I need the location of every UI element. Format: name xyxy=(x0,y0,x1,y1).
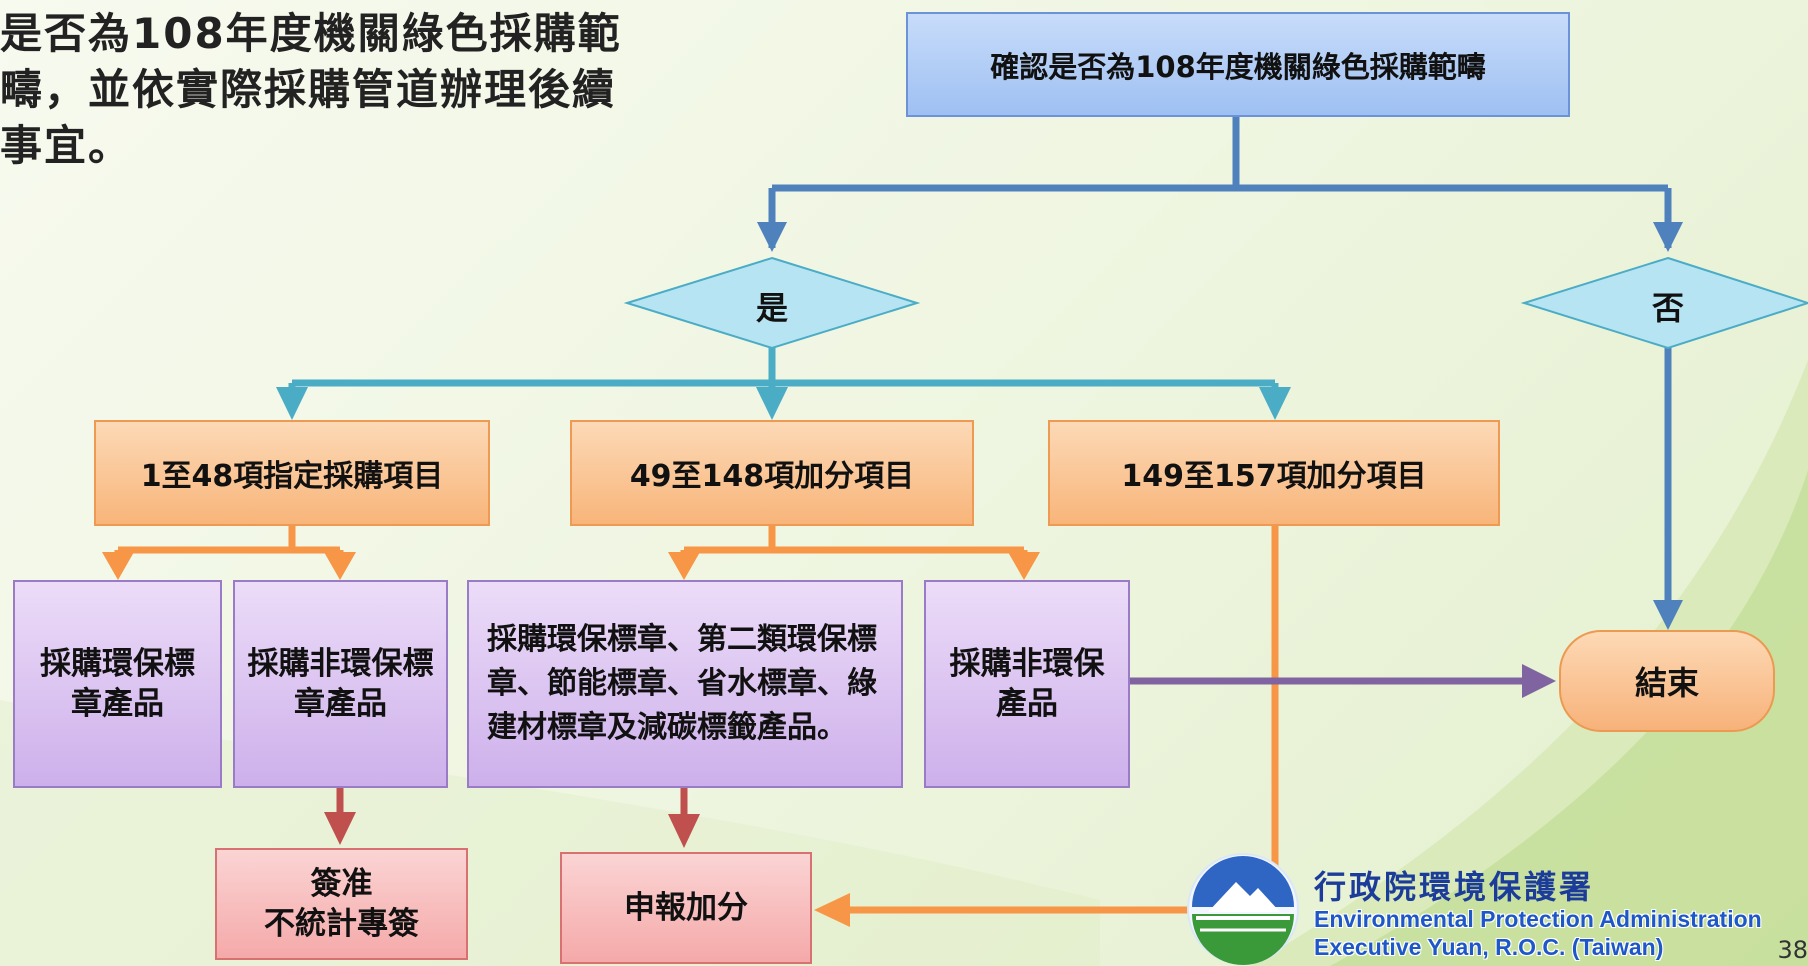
end-terminator: 結束 xyxy=(1559,630,1775,732)
slide-heading: 是否為108年度機關綠色採購範 疇，並依實際採購管道辦理後續 事宜。 xyxy=(0,6,760,174)
category-bonus-49-148-box: 49至148項加分項目 xyxy=(570,420,974,526)
eco-label-product-box: 採購環保標章產品 xyxy=(13,580,222,788)
category-bonus-149-157-box: 149至157項加分項目 xyxy=(1048,420,1500,526)
non-eco-label-product-box: 採購非環保標章產品 xyxy=(233,580,448,788)
report-bonus-box: 申報加分 xyxy=(560,852,812,964)
agency-name-english-1: Environmental Protection Administration xyxy=(1314,906,1762,932)
no-label: 否 xyxy=(1651,289,1684,327)
agency-name-chinese: 行政院環境保護署 xyxy=(1314,868,1595,906)
agency-name-english-2: Executive Yuan, R.O.C. (Taiwan) xyxy=(1314,934,1664,960)
eco-labels-and-carbon-label-box: 採購環保標章、第二類環保標章、節能標章、省水標章、綠建材標章及減碳標籤產品。 xyxy=(467,580,903,788)
heading-line-1: 是否為108年度機關綠色採購範 xyxy=(0,9,622,58)
approval-line-2: 不統計專簽 xyxy=(264,906,419,942)
check-scope-box: 確認是否為108年度機關綠色採購範疇 xyxy=(906,12,1570,117)
non-green-product-box: 採購非環保產品 xyxy=(924,580,1130,788)
heading-line-3: 事宜。 xyxy=(0,121,133,170)
page-number: 38 xyxy=(1777,936,1808,964)
yes-diamond xyxy=(623,256,921,350)
approval-line-1: 簽准 xyxy=(310,866,373,902)
approval-box: 簽准 不統計專簽 xyxy=(215,848,468,960)
heading-line-2: 疇，並依實際採購管道辦理後續 xyxy=(0,65,617,114)
epa-logo-block: 行政院環境保護署 Environmental Protection Admini… xyxy=(1186,852,1808,966)
no-diamond xyxy=(1520,256,1808,350)
epa-emblem-icon xyxy=(1187,853,1299,965)
yes-label: 是 xyxy=(755,289,788,327)
category-designated-box: 1至48項指定採購項目 xyxy=(94,420,490,526)
